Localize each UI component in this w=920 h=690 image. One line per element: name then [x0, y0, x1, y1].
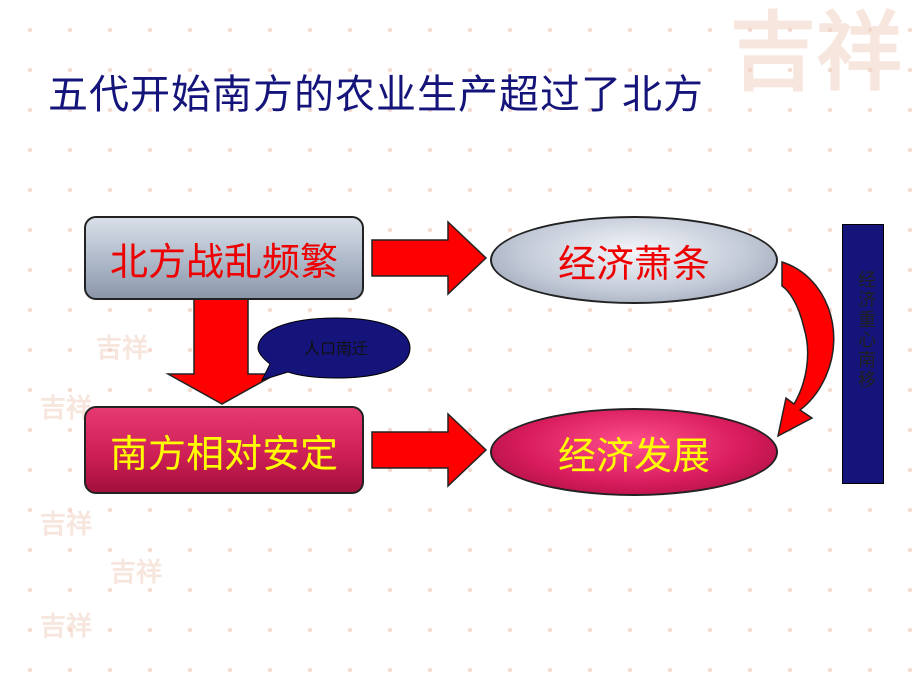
- down-arrow: [165, 297, 279, 405]
- watermark-seal: 吉祥: [96, 334, 149, 364]
- watermark-seal: 吉祥: [40, 394, 93, 424]
- right-arrow: [371, 220, 488, 296]
- callout-bubble: [257, 317, 411, 381]
- economy-development-oval: 经济发展: [490, 408, 778, 496]
- south-stable-box: 南方相对安定: [84, 406, 364, 494]
- watermark-seal: 吉祥: [40, 612, 93, 642]
- center-shift-label: 经济重心南移: [855, 270, 876, 390]
- center-shift-bar: [842, 224, 884, 484]
- curved-arrow: [776, 260, 835, 438]
- watermark-seal: 吉祥: [110, 558, 163, 588]
- page-title: 五代开始南方的农业生产超过了北方: [48, 72, 704, 118]
- watermark-seal: 吉祥: [730, 2, 902, 103]
- migration-callout-label: 人口南迁: [303, 339, 368, 358]
- right-arrow: [371, 412, 488, 488]
- economy-bleak-oval: 经济萧条: [490, 216, 778, 304]
- north-war-box: 北方战乱频繁: [84, 216, 364, 300]
- watermark-seal: 吉祥: [40, 510, 93, 540]
